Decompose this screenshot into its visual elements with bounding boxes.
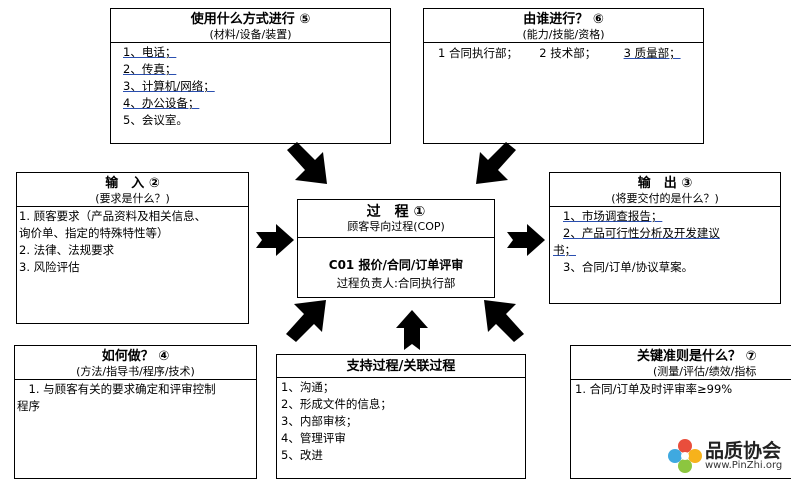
list-item: 3、合同/订单/协议草案。 [563,260,694,274]
input-title: 输 入 ② [105,176,160,191]
output-subtitle: (将要交付的是什么？) [611,192,719,205]
how-box: 如何做？ ④ (方法/指导书/程序/技术) 1. 与顾客有关的要求确定和评审控制… [14,345,257,479]
process-title: 过 程 ① [366,204,426,220]
process-box: 过 程 ① 顾客导向过程(COP) C01 报价/合同/订单评审 过程负责人:合… [297,199,495,298]
process-subtitle: 顾客导向过程(COP) [347,220,445,233]
input-subtitle: (要求是什么？) [95,192,170,205]
who-subtitle: (能力/技能/资格) [522,28,605,41]
list-item: 2. 法律、法规要求 [19,243,115,257]
logo-name: 品质协会 [705,440,782,462]
how-title: 如何做？ ④ [101,349,170,364]
list-item: 4、办公设备； [123,96,200,110]
divider [17,206,248,207]
divider [277,377,525,378]
support-box: 支持过程/关联过程 1、沟通； 2、形成文件的信息； 3、内部审核； 4、管理评… [276,354,526,479]
who-box: 由谁进行？ ⑥ (能力/技能/资格) 1 合同执行部； 2 技术部； 3 质量部… [423,8,704,144]
list-item: 程序 [17,399,40,413]
divider [424,42,703,43]
list-item: 3、内部审核； [281,414,358,428]
criteria-subtitle: (测量/评估/绩效/指标 [653,365,757,378]
method-title: 使用什么方式进行 ⑤ [190,12,311,27]
divider [550,206,780,207]
arrow-up-left-icon [478,296,528,344]
arrow-right-icon [505,222,547,258]
list-item: 1. 合同/订单及时评审率≥99% [575,382,733,396]
list-item: 2、形成文件的信息； [281,397,392,411]
input-box: 输 入 ② (要求是什么？) 1. 顾客要求（产品资料及相关信息、 询价单、指定… [16,172,249,324]
output-title: 输 出 ③ [637,176,693,191]
arrow-right-icon [254,222,296,258]
support-title: 支持过程/关联过程 [346,359,456,374]
arrow-up-icon [394,308,430,352]
list-item: 2 技术部； [539,46,597,60]
divider [298,237,494,238]
divider [15,379,256,380]
criteria-title: 关键准则是什么？ ⑦ [637,349,757,364]
output-box: 输 出 ③ (将要交付的是什么？) 1、市场调查报告； 2、产品可行性分析及开发… [549,172,781,304]
flower-logo-icon [668,439,702,473]
list-item: 3、计算机/网络； [123,79,215,93]
list-item: 1、市场调查报告； [563,209,663,223]
list-item: 5、改进 [281,448,323,462]
method-box: 使用什么方式进行 ⑤ (材料/设备/装置) 1、电话； 2、传真； 3、计算机/… [110,8,391,144]
process-owner: 过程负责人:合同执行部 [336,276,456,290]
list-item: 5、会议室。 [123,113,188,127]
list-item: 1、沟通； [281,380,335,394]
arrow-up-right-icon [282,296,332,344]
list-item: 1 合同执行部； [438,46,518,60]
arrow-down-right-icon [283,140,333,188]
list-item: 2、产品可行性分析及开发建议 [563,226,720,240]
process-name: C01 报价/合同/订单评审 [328,258,464,272]
list-item: 1. 顾客要求（产品资料及相关信息、 [19,209,207,223]
list-item: 2、传真； [123,62,177,76]
site-logo: 品质协会 www.PinZhi.org [665,434,791,479]
divider [111,42,390,43]
list-item: 3. 风险评估 [19,260,80,274]
who-title: 由谁进行？ ⑥ [523,12,604,27]
logo-url: www.PinZhi.org [705,460,783,471]
divider [571,379,791,380]
how-subtitle: (方法/指导书/程序/技术) [76,365,195,378]
list-item: 4、管理评审 [281,431,346,445]
list-item: 1. 与顾客有关的要求确定和评审控制 [17,382,216,396]
arrow-down-left-icon [470,140,520,188]
list-item: 询价单、指定的特殊特性等） [19,226,169,240]
list-item: 3 质量部； [623,46,681,60]
method-subtitle: (材料/设备/装置) [209,28,292,41]
list-item: 1、电话； [123,45,177,59]
list-item: 书； [553,243,576,257]
